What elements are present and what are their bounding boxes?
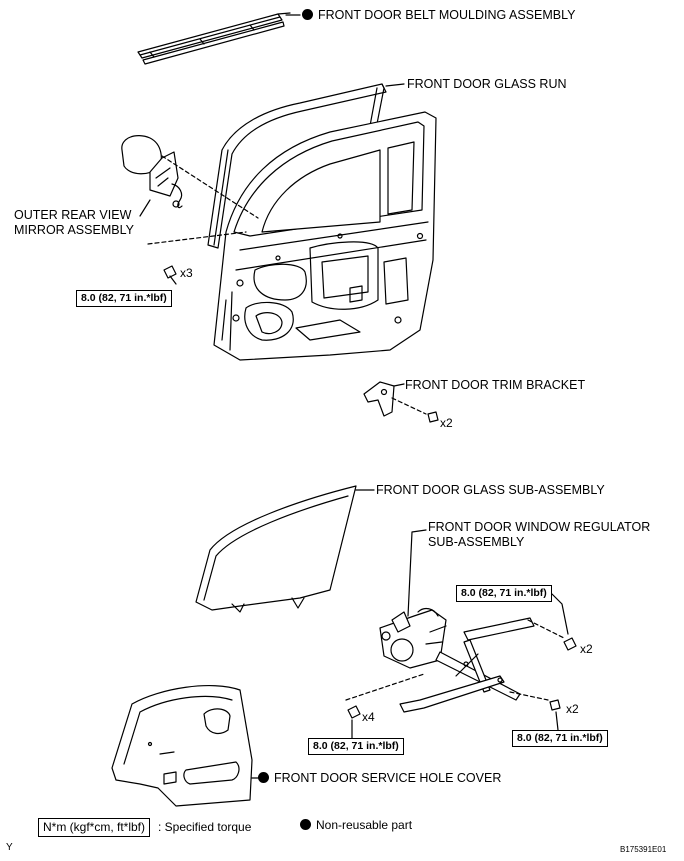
mirror-part <box>121 135 183 209</box>
leader-regulator-top-torque <box>551 593 569 635</box>
mirror-install-line <box>161 155 259 219</box>
legend-torque-desc: : Specified torque <box>158 820 252 834</box>
label-belt-moulding: FRONT DOOR BELT MOULDING ASSEMBLY <box>302 8 575 23</box>
label-glass-run: FRONT DOOR GLASS RUN <box>407 77 567 91</box>
non-reusable-dot-icon <box>300 819 311 830</box>
trim-bracket-screw <box>427 411 439 423</box>
corner-mark-left: Y <box>6 842 13 853</box>
leader-regulator <box>407 529 427 617</box>
qty-trim-bracket-screw: x2 <box>440 416 453 430</box>
label-regulator: FRONT DOOR WINDOW REGULATOR SUB-ASSEMBLY <box>428 520 651 549</box>
legend-non-reusable: Non-reusable part <box>300 818 412 832</box>
belt-moulding-part <box>137 12 291 65</box>
label-service-hole-cover-text: FRONT DOOR SERVICE HOLE COVER <box>274 771 502 785</box>
window-regulator-part <box>379 607 535 713</box>
trim-bracket-line <box>391 397 427 415</box>
torque-box-regulator-left: 8.0 (82, 71 in.*lbf) <box>308 738 404 755</box>
figure-code: B175391E01 <box>620 845 667 854</box>
label-trim-bracket: FRONT DOOR TRIM BRACKET <box>405 378 586 392</box>
label-service-hole-cover: FRONT DOOR SERVICE HOLE COVER <box>258 771 501 786</box>
qty-mirror-bolts: x3 <box>180 266 193 280</box>
regulator-right-bolt <box>549 699 561 711</box>
non-reusable-dot-icon <box>302 9 313 20</box>
label-belt-moulding-text: FRONT DOOR BELT MOULDING ASSEMBLY <box>318 8 576 22</box>
door-panel-part <box>213 111 437 361</box>
leader-regulator-right-torque <box>555 711 559 731</box>
non-reusable-dot-icon <box>258 772 269 783</box>
leader-mirror <box>139 199 151 217</box>
regulator-top-bolt <box>563 637 577 651</box>
qty-regulator-right: x2 <box>566 702 579 716</box>
service-hole-cover-part <box>111 685 253 807</box>
torque-box-regulator-right: 8.0 (82, 71 in.*lbf) <box>512 730 608 747</box>
regulator-top-line <box>527 619 565 639</box>
regulator-left-line <box>345 673 425 701</box>
leader-glass-run <box>385 83 405 87</box>
label-mirror: OUTER REAR VIEW MIRROR ASSEMBLY <box>14 208 134 237</box>
legend-non-reusable-text: Non-reusable part <box>316 818 413 832</box>
mirror-bolt <box>163 265 177 285</box>
legend-torque-unit: N*m (kgf*cm, ft*lbf) <box>38 818 151 837</box>
qty-regulator-left: x4 <box>362 710 375 724</box>
door-glass-part <box>195 485 357 613</box>
regulator-left-bolt <box>347 705 361 719</box>
qty-regulator-top: x2 <box>580 642 593 656</box>
leader-trim-bracket <box>393 383 405 387</box>
regulator-right-line <box>509 691 549 701</box>
mirror-bolt-line <box>147 231 247 245</box>
label-glass-sub: FRONT DOOR GLASS SUB-ASSEMBLY <box>376 483 605 497</box>
torque-box-regulator-top: 8.0 (82, 71 in.*lbf) <box>456 585 552 602</box>
trim-bracket-part <box>363 381 395 417</box>
torque-box-mirror: 8.0 (82, 71 in.*lbf) <box>76 290 172 307</box>
